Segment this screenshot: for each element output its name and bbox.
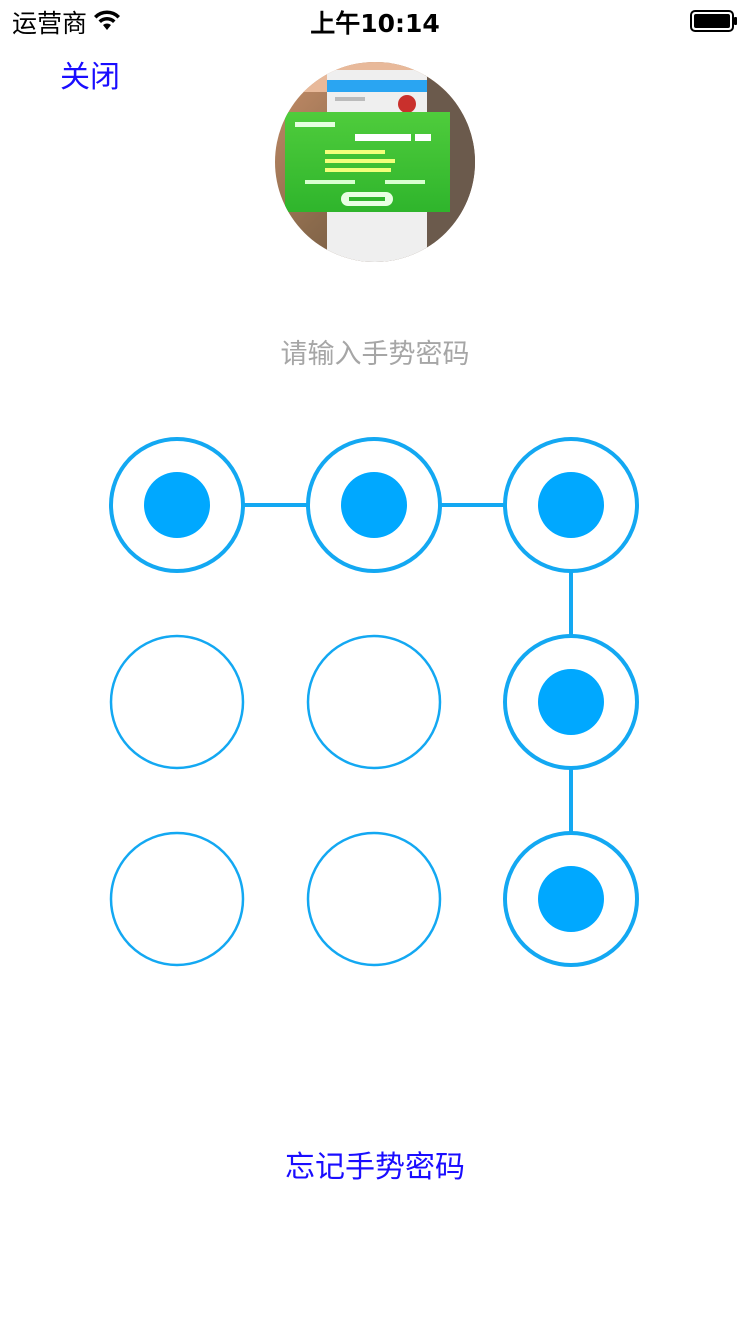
gesture-node-dot <box>538 472 604 538</box>
gesture-node-dot <box>538 669 604 735</box>
gesture-nodes <box>109 437 639 967</box>
gesture-node-selected[interactable] <box>503 437 639 573</box>
carrier-label: 运营商 <box>12 9 88 38</box>
gesture-node[interactable] <box>306 634 442 770</box>
gesture-node-ring <box>306 634 442 770</box>
gesture-prompt: 请输入手势密码 <box>280 339 470 370</box>
battery-icon <box>690 10 737 32</box>
gesture-lines <box>243 503 573 833</box>
close-button[interactable]: 关闭 <box>60 60 120 95</box>
gesture-node[interactable] <box>109 831 245 967</box>
gesture-node-dot <box>341 472 407 538</box>
gesture-node-selected[interactable] <box>503 831 639 967</box>
gesture-node-dot <box>538 866 604 932</box>
status-bar: 运营商 上午10:14 <box>0 0 750 40</box>
gesture-node-selected[interactable] <box>306 437 442 573</box>
gesture-node-ring <box>109 831 245 967</box>
forgot-gesture-password-button[interactable]: 忘记手势密码 <box>285 1150 465 1185</box>
avatar-image <box>275 62 475 262</box>
clock: 上午10:14 <box>310 9 440 38</box>
gesture-node-selected[interactable] <box>503 634 639 770</box>
gesture-node-ring <box>306 831 442 967</box>
gesture-node[interactable] <box>306 831 442 967</box>
gesture-node-selected[interactable] <box>109 437 245 573</box>
gesture-node-ring <box>109 634 245 770</box>
forgot-gesture-password-link: 忘记手势密码 <box>0 1142 750 1186</box>
gesture-node[interactable] <box>109 634 245 770</box>
gesture-node-dot <box>144 472 210 538</box>
avatar <box>275 62 475 262</box>
wifi-icon <box>94 10 120 30</box>
